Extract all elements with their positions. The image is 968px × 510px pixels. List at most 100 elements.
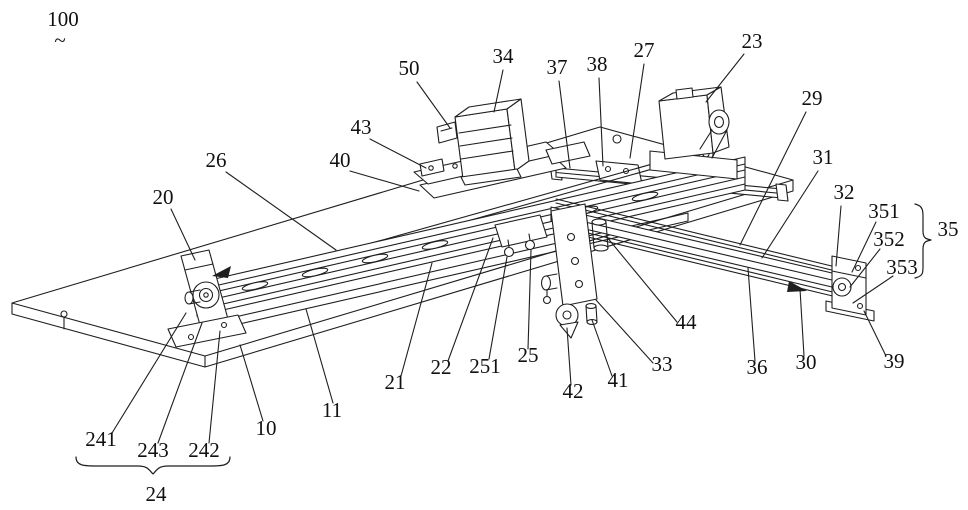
ref-label-44: 44 [676,310,698,334]
ref-label-40: 40 [330,148,351,172]
ref-label-243: 243 [137,438,169,462]
leader-line-22 [447,237,494,362]
beam-slot [361,253,389,264]
side-cylinder [540,275,552,291]
leader-line-36 [747,267,756,362]
ref-label-43: 43 [351,115,372,139]
idler-pulley [192,281,220,309]
brace-24 [75,456,231,475]
bracket-hole [574,279,584,289]
right-direction-arrow [787,281,807,292]
foot-screw [220,321,228,329]
support-foot [167,314,247,348]
leader-line-26 [225,171,337,251]
beam-slot [421,240,449,250]
leader-line-29 [739,111,807,246]
side-knob [542,295,552,305]
beam-slot [631,191,659,202]
carriage-motor [436,98,530,186]
y-upper-rod [555,198,845,274]
leader-line-11 [305,308,334,404]
carriage-screw [428,165,434,171]
tool-roller [503,246,515,258]
leader-line-39 [863,310,887,357]
ref-label-27: 27 [634,38,655,62]
ref-label-11: 11 [322,398,342,422]
leader-line-40 [349,170,420,192]
ref-label-42: 42 [563,379,584,403]
ref-label-352: 352 [873,227,905,251]
leader-line-352 [849,248,881,288]
leader-line-31 [761,170,819,259]
ref-label-241: 241 [85,427,117,451]
leader-line-243 [157,322,203,444]
lower-roller [585,303,597,309]
leader-line-23 [705,53,745,103]
guide-roller [591,218,607,226]
leader-line-351 [851,221,877,273]
bracket-hole [570,256,580,266]
leader-line-32 [835,205,842,267]
leader-line-30 [799,288,805,357]
ref-label-33: 33 [652,352,673,376]
leader-line-20 [170,208,196,261]
leader-line-27 [629,63,645,159]
bracket-screw [856,302,864,310]
leader-line-21 [400,262,433,377]
motor-flange [708,109,730,135]
ref-label-21: 21 [385,370,406,394]
leader-line-41 [591,319,613,377]
ref-label-30: 30 [796,350,817,374]
motor-flange [460,168,522,186]
ref-label-25: 25 [518,343,539,367]
leader-line-242 [208,330,221,444]
slider-screw [604,165,612,173]
left-support-bearing [167,249,247,348]
ref-label-24: 24 [146,482,168,506]
carriage-screw [452,163,458,169]
foot-screw [187,333,195,341]
ref-label-34: 34 [493,44,515,68]
ref-label-32: 32 [834,180,855,204]
ref-label-351: 351 [868,199,900,223]
ref-label-35: 35 [938,217,959,241]
left-direction-arrow [212,266,231,278]
leader-line-44 [605,235,678,323]
motor-connector [436,121,458,144]
drive-belt [699,129,728,159]
ref-label-26: 26 [206,148,227,172]
ref-label-50: 50 [399,56,420,80]
ref-label-10: 10 [256,416,277,440]
ref-label-29: 29 [802,86,823,110]
beam-slot [301,267,329,278]
leader-line-241 [111,312,187,434]
leader-line-34 [493,69,504,113]
corner-bracket [419,158,445,177]
leader-line-42 [566,327,572,386]
end-bearing [832,277,852,297]
leader-line-251 [488,256,508,360]
leader-line-50 [416,81,451,129]
ref-label-251: 251 [469,354,501,378]
leader-line-38 [598,77,604,167]
tool-roller [524,239,536,251]
motor-connector [675,87,694,100]
ref-label-38: 38 [587,52,608,76]
leader-line-353 [852,275,894,304]
rear-motor [649,86,738,180]
tool-head [540,203,609,339]
tool-block [494,214,548,248]
leader-line-33 [595,299,654,364]
leader-line-25 [527,249,532,350]
ref-label-22: 22 [431,355,452,379]
ref-label-31: 31 [813,145,834,169]
direction-arrows [212,266,807,292]
ref-label-23: 23 [742,29,763,53]
ref-label-353: 353 [886,255,918,279]
ref-label-36: 36 [747,355,768,379]
ref-label-242: 242 [188,438,220,462]
ref-label-41: 41 [608,368,629,392]
bracket-screw [854,264,862,272]
